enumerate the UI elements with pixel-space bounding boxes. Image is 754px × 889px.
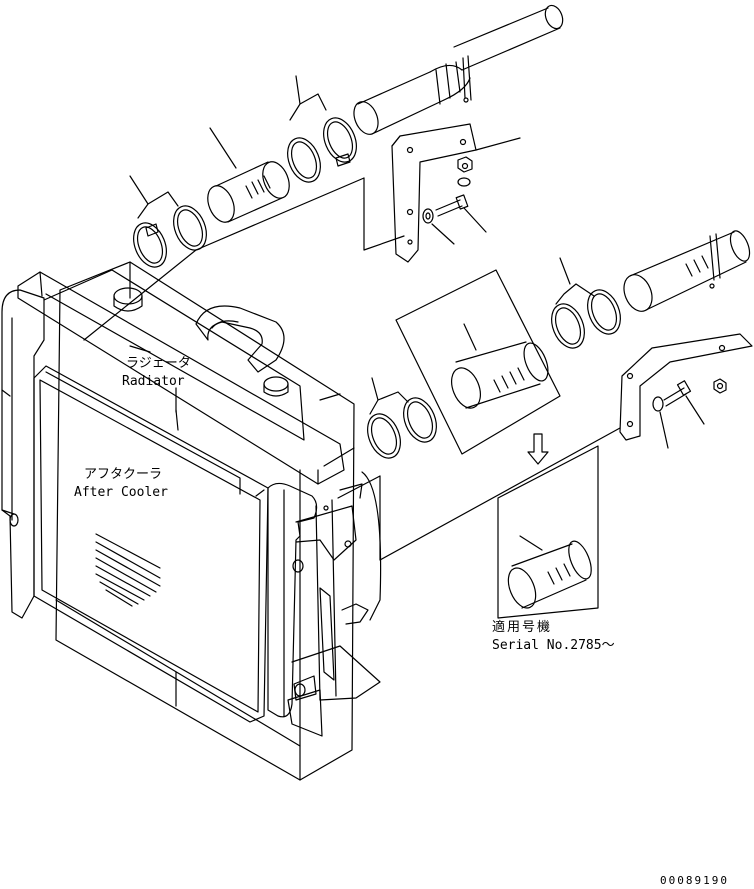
radiator-label-jp: ラジェータ xyxy=(126,356,191,371)
radiator-body xyxy=(55,261,355,781)
radiator-upper-hose xyxy=(195,305,285,373)
lower-hose-callout-box xyxy=(395,269,561,455)
upper-leader-lines xyxy=(83,75,405,341)
right-side-tank-and-stays xyxy=(267,471,382,737)
lower-pipe xyxy=(623,230,751,312)
serial-hose-box xyxy=(497,445,599,619)
left-side-tank xyxy=(1,289,45,619)
serial-arrow xyxy=(527,433,549,465)
lower-bolt-nut-washer xyxy=(652,378,727,449)
upper-pipe xyxy=(353,4,564,135)
upper-bracket xyxy=(391,123,521,263)
lower-bracket xyxy=(619,333,753,441)
radiator-cap xyxy=(113,287,341,401)
radiator-top-tank xyxy=(17,269,345,485)
upper-bolt-nut-washer xyxy=(422,156,487,245)
upper-clamps-and-hose xyxy=(133,117,357,268)
document-id: 00089190 xyxy=(660,874,729,887)
after-cooler-core xyxy=(33,365,269,723)
radiator-label: Radiator xyxy=(122,374,185,389)
serial-number-label: Serial No.2785～ xyxy=(492,638,615,653)
after-cooler-label: After Cooler xyxy=(74,485,168,500)
after-cooler-label-jp: アフタクーラ xyxy=(84,467,163,482)
lower-clamps xyxy=(367,257,621,459)
serial-label-jp: 適用号機 xyxy=(492,620,553,635)
radiator-leader xyxy=(129,345,177,413)
